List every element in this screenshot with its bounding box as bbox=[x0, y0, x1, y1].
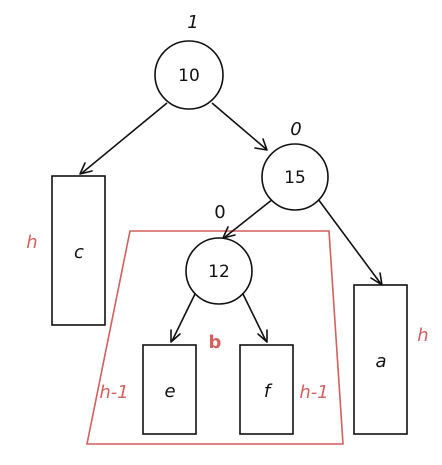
subtree-c-label: c bbox=[74, 242, 84, 263]
balance-10: 1 bbox=[187, 12, 198, 33]
subtree-a-label: a bbox=[375, 351, 386, 372]
edge-12-to-e bbox=[170, 293, 196, 343]
subtree-e: e bbox=[142, 344, 197, 435]
subtree-f: f bbox=[239, 344, 294, 435]
node-15: 15 bbox=[261, 143, 329, 211]
subtree-e-label: e bbox=[164, 381, 175, 402]
edge-15-to-a bbox=[317, 198, 383, 286]
height-a: h bbox=[417, 325, 428, 346]
node-10: 10 bbox=[154, 40, 224, 110]
node-12-value: 12 bbox=[208, 262, 230, 282]
balance-12: 0 bbox=[214, 202, 225, 223]
subtree-c: c bbox=[51, 175, 106, 326]
height-e: h-1 bbox=[99, 382, 128, 403]
node-15-value: 15 bbox=[284, 168, 306, 188]
edge-10-to-15 bbox=[211, 102, 268, 151]
node-10-value: 10 bbox=[178, 66, 200, 86]
balance-15: 0 bbox=[290, 119, 301, 140]
subtree-a: a bbox=[353, 284, 408, 435]
height-f: h-1 bbox=[299, 382, 328, 403]
edge-10-to-c bbox=[79, 102, 168, 175]
edge-12-to-f bbox=[242, 293, 268, 343]
height-c: h bbox=[26, 232, 37, 253]
subtree-f-label: f bbox=[264, 381, 273, 402]
subtree-b-region bbox=[86, 230, 344, 445]
edge-15-to-12 bbox=[222, 198, 274, 239]
node-12: 12 bbox=[185, 237, 253, 305]
region-b-label: b bbox=[209, 332, 222, 353]
